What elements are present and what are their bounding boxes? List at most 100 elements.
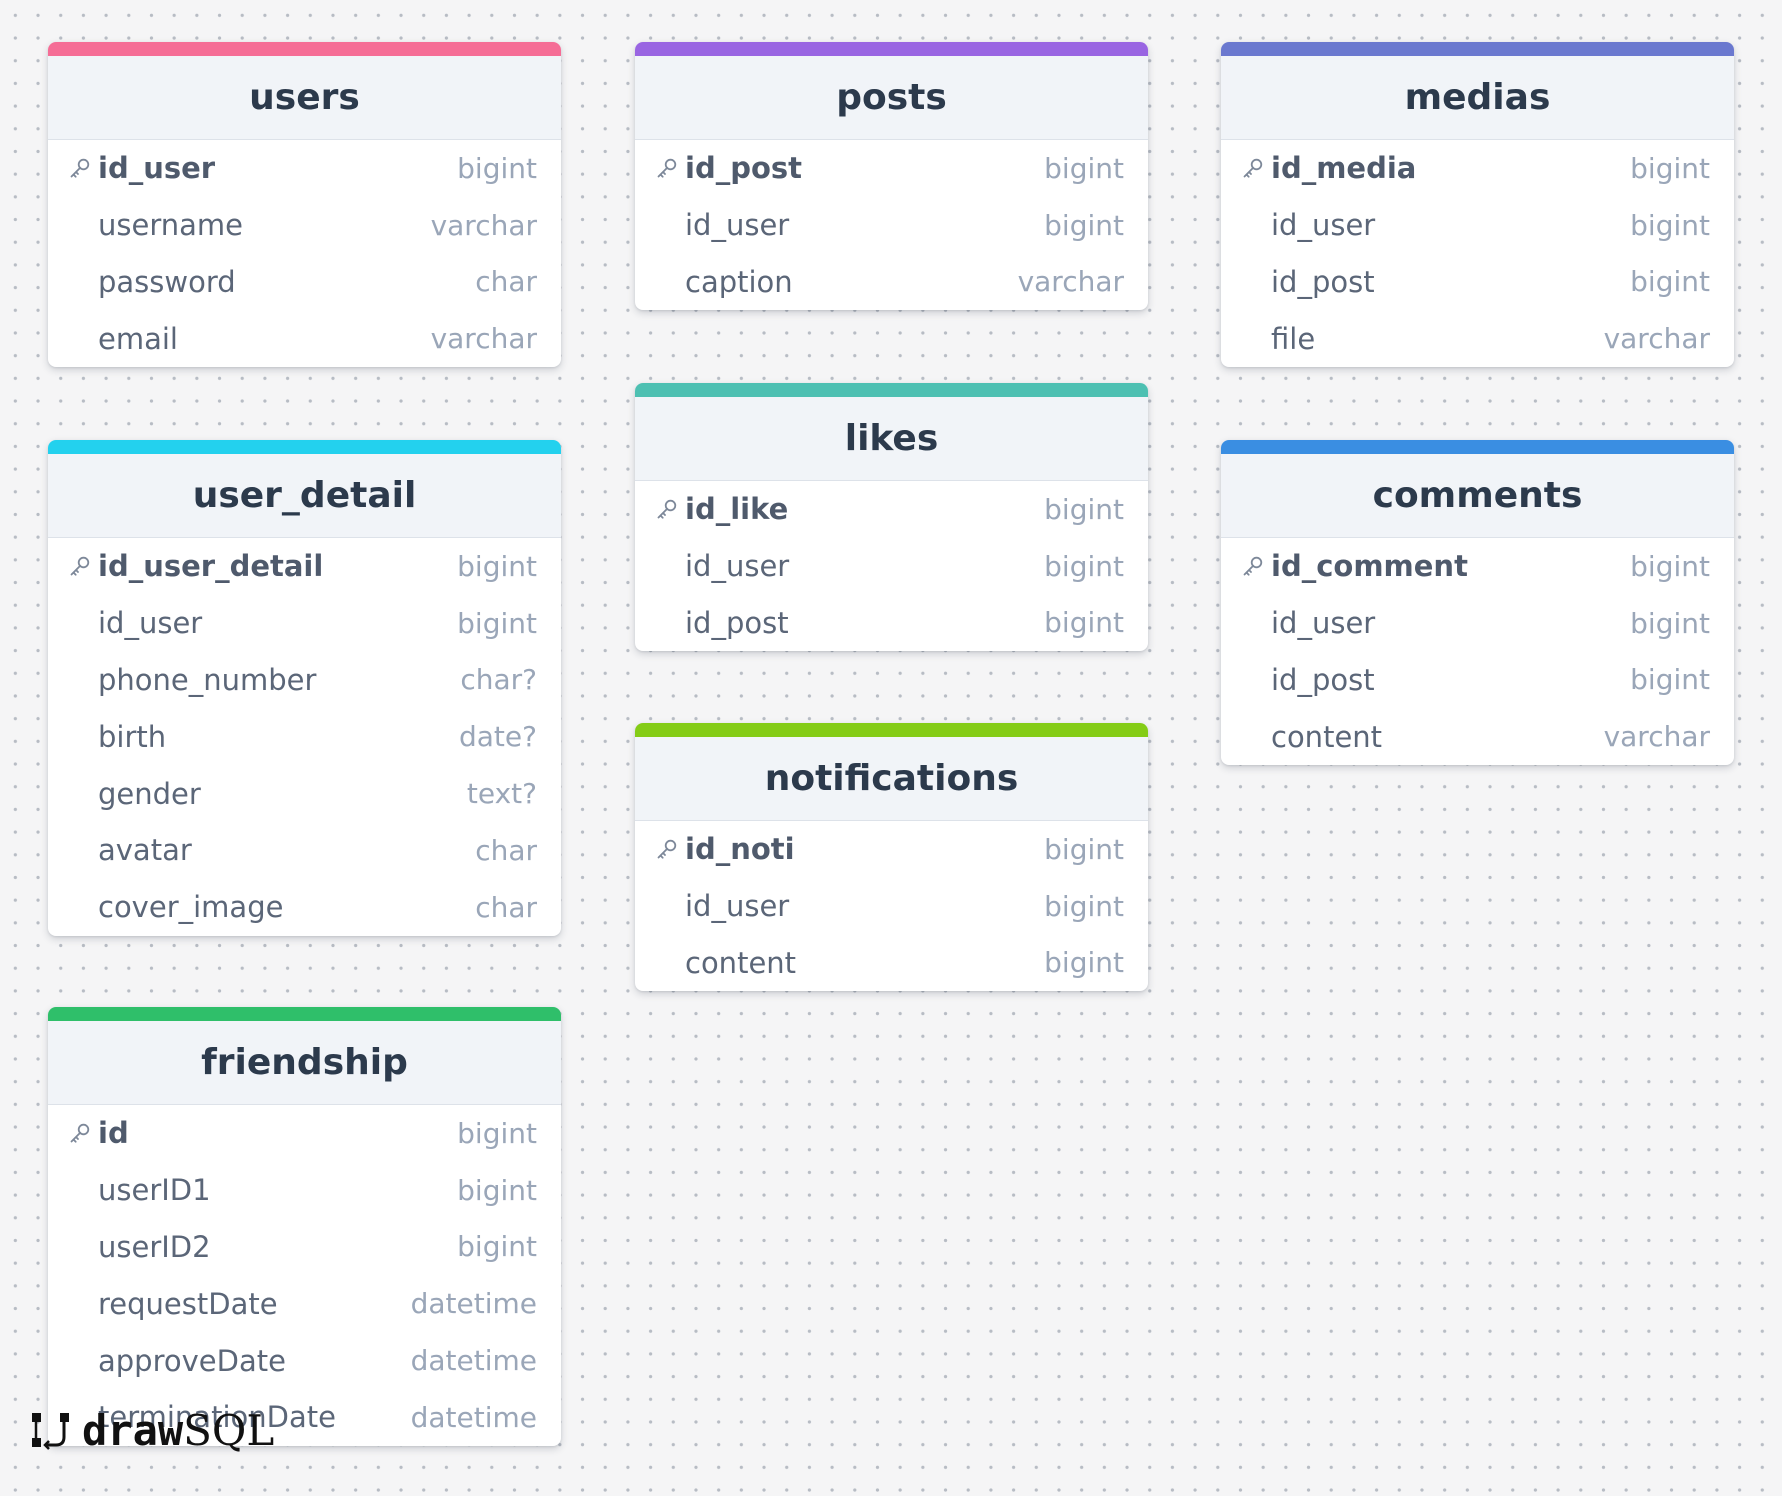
field-name: phone_number xyxy=(98,662,317,697)
field-name: id_user_detail xyxy=(98,549,324,584)
field-type: varchar xyxy=(1603,322,1710,356)
table-title[interactable]: friendship xyxy=(48,1021,561,1105)
table-color-stripe xyxy=(48,42,561,56)
table-title[interactable]: medias xyxy=(1221,56,1734,140)
field-type: bigint xyxy=(457,1116,537,1150)
field-type: bigint xyxy=(1044,606,1124,640)
field-type: char xyxy=(475,265,537,299)
field-row[interactable]: birth date? xyxy=(48,708,561,765)
field-name: password xyxy=(98,264,236,299)
field-name: id_user xyxy=(1271,208,1376,243)
field-row[interactable]: id_user bigint xyxy=(1221,197,1734,254)
field-name: requestDate xyxy=(98,1286,278,1321)
field-name: approveDate xyxy=(98,1343,286,1378)
field-type: bigint xyxy=(457,1230,537,1264)
table-color-stripe xyxy=(635,723,1148,737)
table-color-stripe xyxy=(48,1007,561,1021)
table-title[interactable]: likes xyxy=(635,397,1148,481)
table-color-stripe xyxy=(1221,440,1734,454)
field-name: id_user xyxy=(685,549,790,584)
field-name: id_user xyxy=(98,151,216,186)
field-name: id_like xyxy=(685,492,789,527)
field-type: datetime xyxy=(410,1344,537,1378)
field-name: birth xyxy=(98,719,167,754)
key-slot-empty xyxy=(655,270,685,294)
field-name: file xyxy=(1271,321,1316,356)
field-row[interactable]: password char xyxy=(48,254,561,311)
field-type: bigint xyxy=(1630,208,1710,242)
table-color-stripe xyxy=(635,42,1148,56)
field-type: datetime xyxy=(410,1287,537,1321)
field-name: avatar xyxy=(98,833,192,868)
field-name: terminationDate xyxy=(98,1400,336,1435)
table-title[interactable]: posts xyxy=(635,56,1148,140)
key-slot-empty xyxy=(655,554,685,578)
field-row[interactable]: id_post bigint xyxy=(1221,254,1734,311)
field-name: id_post xyxy=(1271,264,1375,299)
table-title[interactable]: notifications xyxy=(635,737,1148,821)
field-name: email xyxy=(98,321,178,356)
field-row[interactable]: file varchar xyxy=(1221,310,1734,367)
table-title[interactable]: users xyxy=(48,56,561,140)
field-type: bigint xyxy=(1630,663,1710,697)
field-row[interactable]: requestDate datetime xyxy=(48,1275,561,1332)
key-slot-empty xyxy=(68,1178,98,1202)
primary-key-icon xyxy=(1241,554,1271,578)
table-title[interactable]: user_detail xyxy=(48,454,561,538)
field-row[interactable]: id_user_detail bigint xyxy=(48,538,561,595)
field-type: bigint xyxy=(1630,265,1710,299)
field-type: bigint xyxy=(457,549,537,583)
field-type: bigint xyxy=(1630,549,1710,583)
field-row[interactable]: userID2 bigint xyxy=(48,1219,561,1276)
field-name: userID1 xyxy=(98,1173,211,1208)
field-name: id_media xyxy=(1271,151,1417,186)
table-title[interactable]: comments xyxy=(1221,454,1734,538)
field-type: char xyxy=(475,890,537,924)
field-name: userID2 xyxy=(98,1229,211,1264)
field-type: bigint xyxy=(1044,946,1124,980)
table-color-stripe xyxy=(635,383,1148,397)
field-type: varchar xyxy=(1603,720,1710,754)
field-name: id_user xyxy=(98,606,203,641)
field-row[interactable]: approveDate datetime xyxy=(48,1332,561,1389)
field-type: bigint xyxy=(1044,208,1124,242)
key-slot-empty xyxy=(68,611,98,635)
field-type: date? xyxy=(459,720,537,754)
key-slot-empty xyxy=(68,838,98,862)
key-slot-empty xyxy=(68,1292,98,1316)
key-slot-empty xyxy=(1241,213,1271,237)
